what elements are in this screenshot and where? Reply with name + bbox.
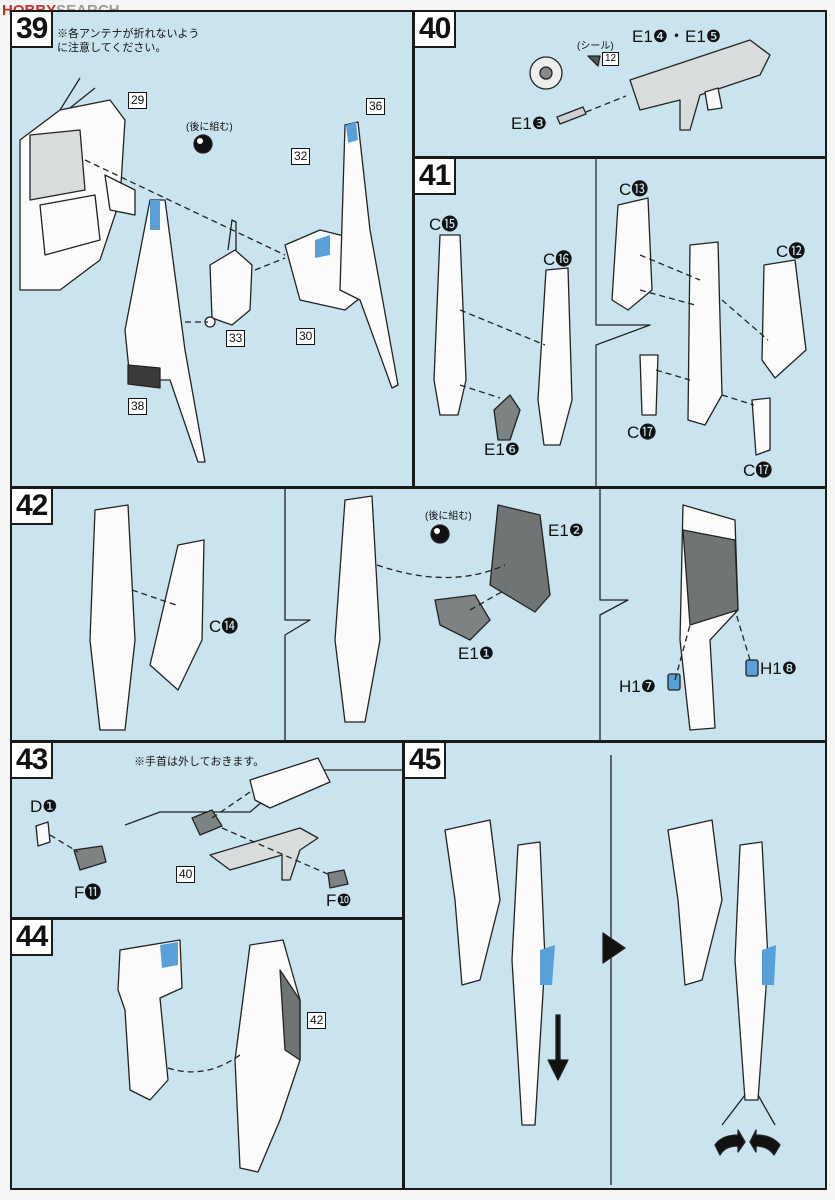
wing-pose-a-drawing <box>444 819 501 986</box>
seal-number: 12 <box>602 52 620 66</box>
step-number: 44 <box>12 920 54 956</box>
step-40-panel: 40 <box>413 10 827 158</box>
part-38: 38 <box>128 398 148 415</box>
part-c13-drawing <box>611 197 653 311</box>
label-e16: E1❻ <box>484 440 521 459</box>
rifle-drawing <box>629 39 771 131</box>
step-44-panel: 44 <box>10 918 404 1190</box>
inner-frame-drawing <box>687 241 723 426</box>
wing-right-drawing <box>339 121 399 389</box>
leg-pose-a-drawing <box>511 841 546 1126</box>
label-d1: D❶ <box>30 797 58 816</box>
seal-label: (シール) <box>577 41 614 52</box>
step-number: 41 <box>415 159 457 195</box>
part-30: 30 <box>296 328 316 345</box>
part-33-drawing <box>209 249 253 326</box>
part-36: 36 <box>366 98 386 115</box>
part-e16-drawing <box>493 394 521 441</box>
rotate-arrows-icon <box>714 1129 781 1156</box>
step-number: 40 <box>415 12 457 48</box>
step-number: 42 <box>12 489 54 525</box>
label-c17-left: C⓱ <box>627 423 657 442</box>
part-40: 40 <box>176 866 196 883</box>
step-number: 43 <box>12 743 54 779</box>
label-h17: H1❼ <box>619 677 656 696</box>
label-c14: C⓮ <box>209 617 239 636</box>
leg-b-drawing <box>334 495 381 723</box>
assemble-later-label: (後に組む) <box>425 511 472 522</box>
label-e11: E1❶ <box>458 644 495 663</box>
part-33: 33 <box>226 330 246 347</box>
part-32: 32 <box>291 148 311 165</box>
label-c17-right: C⓱ <box>743 461 773 480</box>
label-c12: C⓬ <box>776 242 806 261</box>
arrow-right-icon <box>602 932 626 964</box>
label-f11: F⓫ <box>74 883 102 902</box>
forearm-drawing <box>249 757 331 809</box>
label-c16: C⓰ <box>543 250 573 269</box>
label-h18: H1❽ <box>760 659 797 678</box>
wing-left-drawing <box>124 199 206 463</box>
part-d1-drawing <box>35 821 51 847</box>
label-c13: C⓭ <box>619 180 649 199</box>
label-c15: C⓯ <box>429 215 459 234</box>
part-c14-drawing <box>149 539 205 691</box>
part-c12-drawing <box>761 259 807 379</box>
step-39-note: ※各アンテナが折れないように注意してください。 <box>57 28 200 54</box>
part-f11-drawing <box>73 845 107 871</box>
leg-a-drawing <box>89 504 136 731</box>
wing-pose-b-drawing <box>667 819 723 986</box>
part-e12-drawing <box>489 504 551 613</box>
rifle-small-drawing <box>209 827 319 881</box>
part-29: 29 <box>128 92 148 109</box>
step-number: 39 <box>12 12 54 48</box>
part-42: 42 <box>307 1012 327 1029</box>
robot-torso-drawing <box>19 77 136 291</box>
arm-drawing <box>117 939 183 1101</box>
step-number: 45 <box>405 743 447 779</box>
part-e11-drawing <box>434 594 491 641</box>
step-43-panel: 43 <box>10 741 404 919</box>
label-e12: E1❷ <box>548 521 585 540</box>
hand-drawing <box>191 809 223 836</box>
step-43-note: ※手首は外しておきます。 <box>134 756 265 768</box>
part-c16-drawing <box>537 267 573 446</box>
leg-pose-b-drawing <box>734 841 769 1101</box>
part-c15-drawing <box>433 234 467 416</box>
label-f10: F❿ <box>326 891 352 910</box>
assemble-later-label: (後に組む) <box>186 122 233 133</box>
label-e14-e15: E1❹・E1❺ <box>632 27 722 46</box>
leg-assembled-drawing <box>234 939 301 1173</box>
label-e13: E1❸ <box>511 114 548 133</box>
